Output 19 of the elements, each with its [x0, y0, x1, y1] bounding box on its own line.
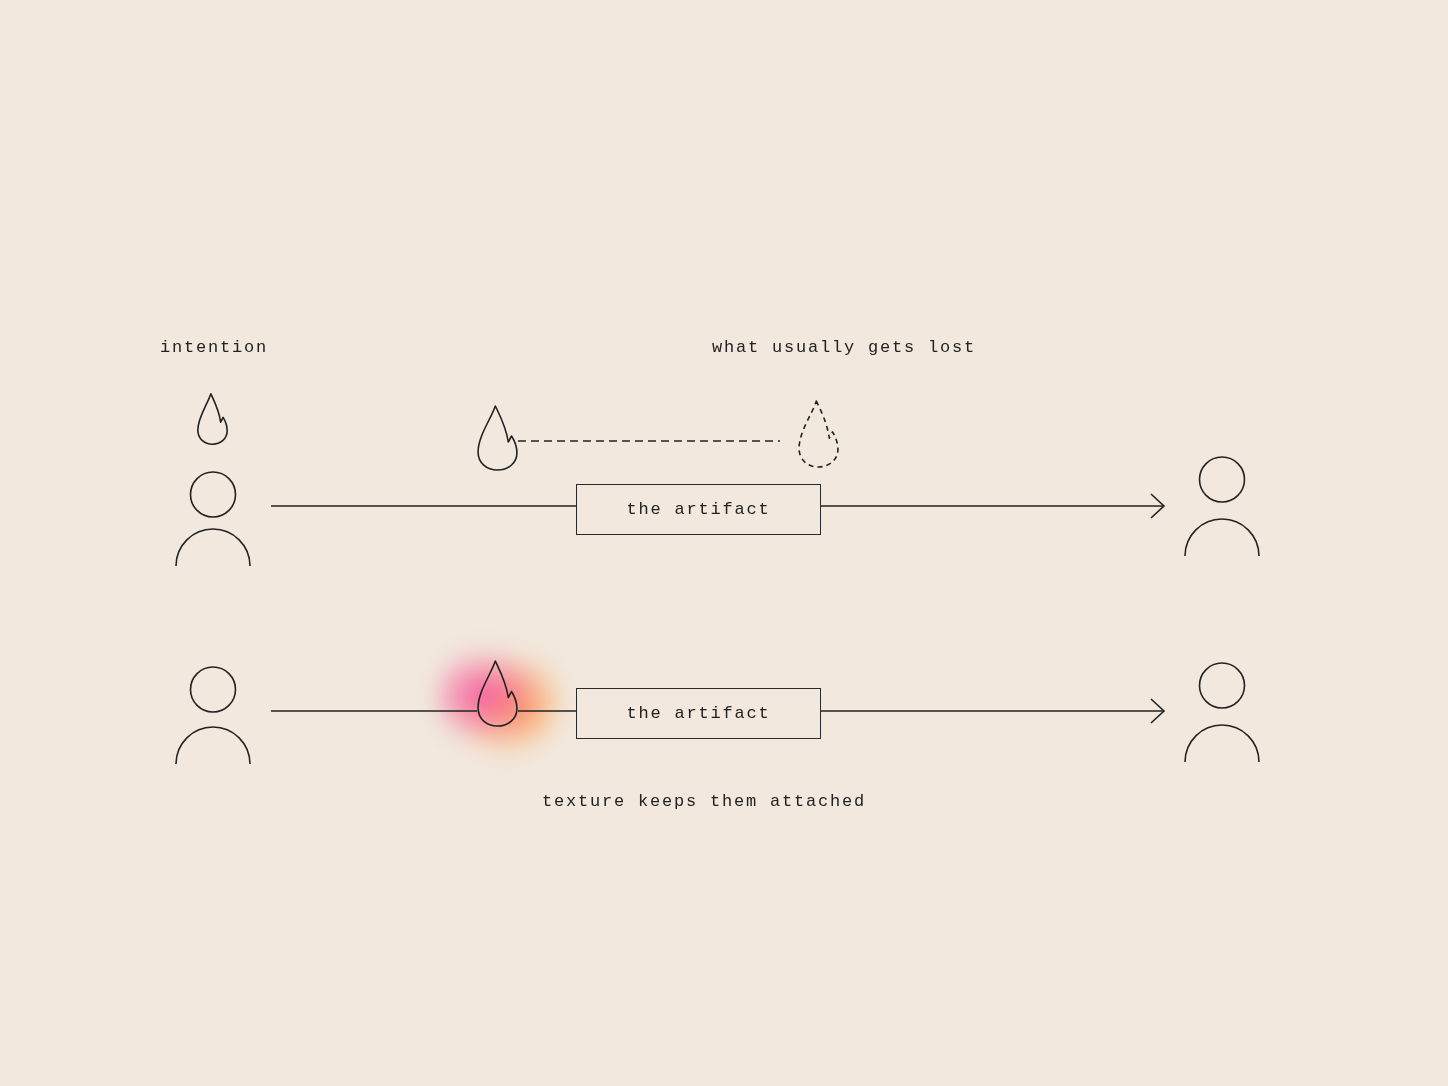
person-icon: [1184, 662, 1260, 762]
person-icon: [175, 471, 251, 566]
dashed-flame-icon: [798, 400, 839, 468]
person-icon: [175, 666, 251, 764]
artifact-box: the artifact: [576, 484, 821, 535]
connector-line: [270, 505, 577, 507]
annotation-text: intention: [160, 338, 268, 358]
connector-line: [270, 710, 478, 712]
arrow: [820, 493, 1165, 519]
connector-line: [517, 710, 577, 712]
artifact-box: the artifact: [576, 688, 821, 739]
annotation-text: texture keeps them attached: [542, 792, 867, 812]
dashed-line: [517, 440, 781, 442]
arrow: [820, 698, 1165, 724]
person-icon: [1184, 456, 1260, 556]
flame-icon: [197, 393, 228, 445]
flame-icon: [477, 660, 518, 727]
annotation-text: what usually gets lost: [712, 338, 977, 358]
flame-icon: [477, 405, 518, 471]
